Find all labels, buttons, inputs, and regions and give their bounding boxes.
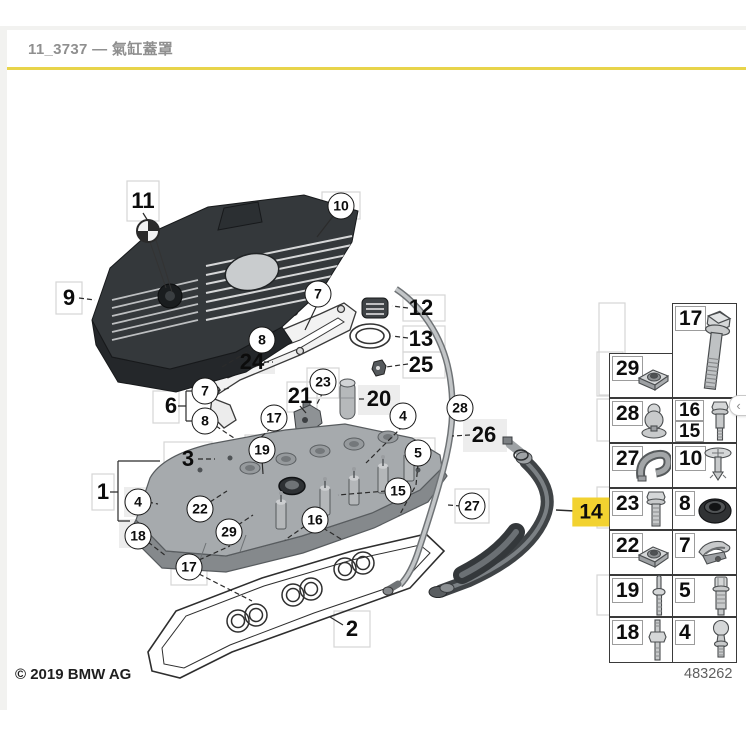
callout-2[interactable]: 2 xyxy=(345,616,359,641)
legend-label-8: 8 xyxy=(675,491,695,516)
part-vent-pipe xyxy=(428,436,554,598)
legend-label-23: 23 xyxy=(612,491,644,516)
legend-cell-10[interactable]: 10 xyxy=(672,443,737,488)
callout-16[interactable]: 16 xyxy=(301,506,329,534)
legend-label-16: 16 xyxy=(675,400,705,421)
callout-10[interactable]: 10 xyxy=(327,192,355,220)
callout-25[interactable]: 25 xyxy=(408,352,434,377)
copyright-text: © 2019 BMW AG xyxy=(15,666,132,683)
callout-5[interactable]: 5 xyxy=(404,439,432,467)
panel-collapse-toggle[interactable]: ‹ xyxy=(729,395,746,416)
legend-label-10: 10 xyxy=(675,446,707,471)
legend-label-7: 7 xyxy=(675,533,695,558)
part-thin-hose xyxy=(382,286,456,596)
part-vent-valve xyxy=(339,378,356,420)
legend-cell-28[interactable]: 28 xyxy=(609,398,673,443)
callout-17[interactable]: 17 xyxy=(260,404,288,432)
legend-label-17: 17 xyxy=(675,306,707,331)
callout-1[interactable]: 1 xyxy=(96,479,110,504)
spring-clip-icon xyxy=(633,447,673,485)
legend-label-18: 18 xyxy=(612,620,644,645)
callout-24[interactable]: 24 xyxy=(239,349,265,374)
ball-stud-icon xyxy=(707,618,735,662)
part-acoustic-cover xyxy=(91,194,359,393)
callout-6[interactable]: 6 xyxy=(164,393,178,418)
part-valve-cover xyxy=(127,423,448,573)
callout-23[interactable]: 23 xyxy=(309,368,337,396)
legend-cell-18[interactable]: 18 xyxy=(609,617,673,663)
callout-18[interactable]: 18 xyxy=(124,522,152,550)
page-left-border xyxy=(0,26,7,710)
callout-29[interactable]: 29 xyxy=(215,518,243,546)
leader-lines xyxy=(78,212,576,626)
callout-8[interactable]: 8 xyxy=(191,407,219,435)
legend-label-4: 4 xyxy=(675,620,695,645)
callout-19[interactable]: 19 xyxy=(248,436,276,464)
part-gasket xyxy=(147,533,446,679)
callout-7[interactable]: 7 xyxy=(304,280,332,308)
callout-4[interactable]: 4 xyxy=(389,402,417,430)
callout-13[interactable]: 13 xyxy=(408,326,434,351)
callout-26[interactable]: 26 xyxy=(471,422,497,447)
legend-label-5: 5 xyxy=(675,578,695,603)
callout-11[interactable]: 11 xyxy=(131,188,155,213)
mount-clip-icon xyxy=(637,402,671,440)
callout-8[interactable]: 8 xyxy=(248,326,276,354)
legend-label-28: 28 xyxy=(612,401,644,426)
callout-22[interactable]: 22 xyxy=(186,495,214,523)
legend-cell-27[interactable]: 27 xyxy=(609,443,673,488)
clamp-clip-icon xyxy=(695,534,735,572)
page-title: 11_3737 — 氣缸蓋罩 xyxy=(28,41,174,58)
legend-label-22: 22 xyxy=(612,533,644,558)
stud-screw-icon xyxy=(705,398,735,444)
cage-nut-icon xyxy=(635,535,671,571)
part-oil-cap xyxy=(361,297,389,319)
callout-17[interactable]: 17 xyxy=(175,553,203,581)
legend-label-15: 15 xyxy=(675,421,705,442)
diagram-number: 483262 xyxy=(684,666,733,682)
callout-27[interactable]: 27 xyxy=(458,492,486,520)
callout-9[interactable]: 9 xyxy=(62,285,76,310)
callout-15[interactable]: 15 xyxy=(384,477,412,505)
page-top-border xyxy=(0,26,746,30)
legend-cell-23[interactable]: 23 xyxy=(609,488,673,530)
legend-cell-8[interactable]: 8 xyxy=(672,488,737,530)
legend-cell-22[interactable]: 22 xyxy=(609,530,673,575)
callout-14[interactable]: 14 xyxy=(572,497,610,527)
callout-21[interactable]: 21 xyxy=(287,383,313,408)
legend-cell-29[interactable]: 29 xyxy=(609,353,673,398)
stud-icon xyxy=(647,574,671,617)
stud-bolt-icon xyxy=(645,618,671,662)
callout-12[interactable]: 12 xyxy=(408,295,434,320)
hex-screw-icon xyxy=(641,489,671,529)
part-cap-gasket xyxy=(349,323,391,349)
callout-28[interactable]: 28 xyxy=(446,394,474,422)
legend-cell-5[interactable]: 5 xyxy=(672,575,737,617)
legend-label-19: 19 xyxy=(612,578,644,603)
legend-cell-17[interactable]: 17 xyxy=(672,303,737,398)
legend-cell-4[interactable]: 4 xyxy=(672,617,737,663)
callout-4[interactable]: 4 xyxy=(124,488,152,516)
cage-nut-icon xyxy=(635,358,671,394)
part-roundel-emblem xyxy=(136,219,173,293)
callout-7[interactable]: 7 xyxy=(191,377,219,405)
legend-cell-7[interactable]: 7 xyxy=(672,530,737,575)
plug-bolt-icon xyxy=(707,574,735,618)
legend-cell-19[interactable]: 19 xyxy=(609,574,673,617)
legend-label-29: 29 xyxy=(612,356,644,381)
callout-3[interactable]: 3 xyxy=(181,446,195,471)
title-underline xyxy=(7,67,746,70)
part-clip-25 xyxy=(371,359,387,377)
callout-20[interactable]: 20 xyxy=(366,386,392,411)
push-rivet-icon xyxy=(701,444,735,488)
grommet-icon xyxy=(695,490,735,528)
flange-bolt-icon xyxy=(695,307,735,395)
